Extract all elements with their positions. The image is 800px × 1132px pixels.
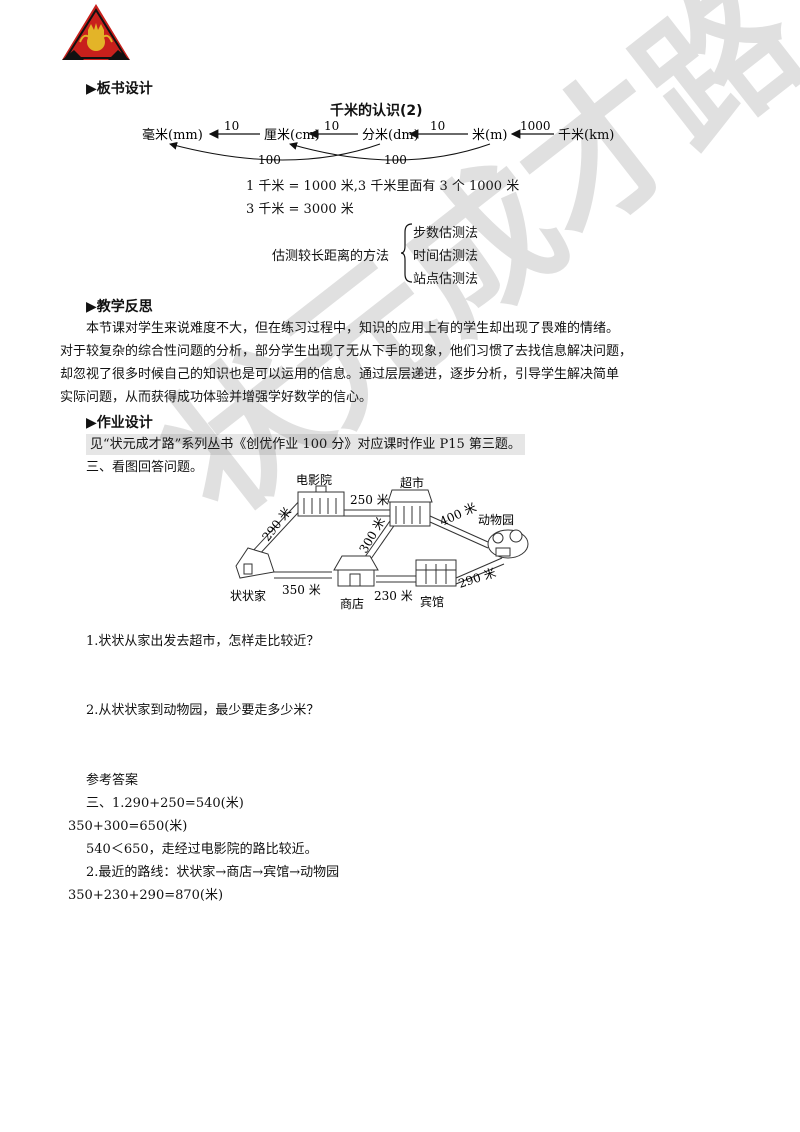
label-hotel: 宾馆 bbox=[420, 594, 444, 609]
answer-line-2: 350+300=650(米) bbox=[68, 819, 188, 834]
label-home: 状状家 bbox=[230, 588, 266, 603]
hotel-icon bbox=[415, 559, 457, 587]
question-1: 1.状状从家出发去超市，怎样走比较近？ bbox=[86, 634, 320, 649]
board-title: 千米的认识(2) bbox=[330, 103, 423, 119]
method-1: 步数估测法 bbox=[413, 226, 479, 241]
unit-chain-diagram: 毫米(mm) 厘米(cm) 分米(dm) 米(m) 千米(km) 10 10 1… bbox=[142, 119, 614, 167]
answer-line-5: 350+230+290=870(米) bbox=[68, 888, 224, 903]
dist-home-shop: 350 米 bbox=[282, 583, 321, 597]
dist-hotel-zoo: 290 米 bbox=[457, 566, 498, 591]
board-line-2: 3 千米 = 3000 米 bbox=[246, 202, 354, 217]
homework-note: 见“状元成才路”系列丛书《创优作业 100 分》对应课时作业 P15 第三题。 bbox=[86, 434, 525, 455]
shop-icon bbox=[333, 555, 379, 587]
unit-dm: 分米(dm) bbox=[362, 128, 419, 143]
zoo-icon bbox=[487, 529, 529, 559]
method-3: 站点估测法 bbox=[413, 272, 479, 287]
section-reflection-heading: ▶教学反思 bbox=[86, 299, 153, 315]
method-2: 时间估测法 bbox=[413, 249, 479, 264]
dist-home-cinema: 290 米 bbox=[259, 505, 294, 544]
section-board-heading: ▶板书设计 bbox=[86, 81, 153, 97]
answer-line-3: 540＜650，走经过电影院的路比较近。 bbox=[86, 842, 318, 857]
reflection-line-2: 对于较复杂的综合性问题的分析，部分学生出现了无从下手的现象，他们习惯了去找信息解… bbox=[60, 344, 633, 359]
home-icon bbox=[235, 547, 275, 579]
answer-line-4: 2.最近的路线：状状家→商店→宾馆→动物园 bbox=[86, 865, 340, 880]
question-2: 2.从状状家到动物园，最少要走多少米？ bbox=[86, 703, 320, 718]
method-brace bbox=[400, 223, 413, 283]
supermarket-icon bbox=[387, 489, 433, 527]
answers-title: 参考答案 bbox=[86, 773, 139, 788]
board-line-1: 1 千米 = 1000 米,3 千米里面有 3 个 1000 米 bbox=[246, 179, 520, 194]
dist-supermarket-zoo: 400 米 bbox=[438, 500, 479, 529]
rate-4: 1000 bbox=[520, 119, 551, 133]
rate-1: 10 bbox=[224, 119, 239, 133]
reflection-line-1: 本节课对学生来说难度不大，但在练习过程中，知识的应用上有的学生却出现了畏难的情绪… bbox=[86, 321, 620, 336]
dist-cinema-supermarket: 250 米 bbox=[350, 493, 389, 507]
reflection-line-3: 却忽视了很多时候自己的知识也是可以运用的信息。通过层层递进，逐步分析，引导学生解… bbox=[60, 367, 620, 382]
label-zoo: 动物园 bbox=[478, 513, 514, 527]
cinema-icon bbox=[297, 485, 345, 517]
label-cinema: 电影院 bbox=[296, 474, 332, 487]
unit-cm: 厘米(cm) bbox=[264, 128, 320, 143]
arc-label-1: 100 bbox=[258, 153, 281, 167]
label-supermarket: 超市 bbox=[400, 475, 424, 490]
unit-m: 米(m) bbox=[472, 128, 507, 143]
rate-3: 10 bbox=[430, 119, 445, 133]
unit-km: 千米(km) bbox=[558, 128, 614, 143]
reflection-line-4: 实际问题，从而获得成功体验并增强学好数学的信心。 bbox=[60, 390, 373, 405]
arc-label-2: 100 bbox=[384, 153, 407, 167]
label-shop: 商店 bbox=[340, 596, 364, 611]
question-title: 三、看图回答问题。 bbox=[86, 460, 204, 475]
rate-2: 10 bbox=[324, 119, 339, 133]
route-map: 电影院 超市 动物园 状状家 商店 宾馆 250 米 290 米 300 米 4… bbox=[230, 474, 529, 611]
section-homework-heading: ▶作业设计 bbox=[86, 415, 153, 431]
dist-shop-hotel: 230 米 bbox=[374, 589, 413, 603]
logo bbox=[60, 2, 132, 64]
dist-supermarket-shop: 300 米 bbox=[356, 515, 387, 556]
answer-line-1: 三、1.290+250=540(米) bbox=[86, 796, 244, 811]
unit-mm: 毫米(mm) bbox=[142, 127, 203, 143]
method-label: 估测较长距离的方法 bbox=[272, 249, 390, 264]
